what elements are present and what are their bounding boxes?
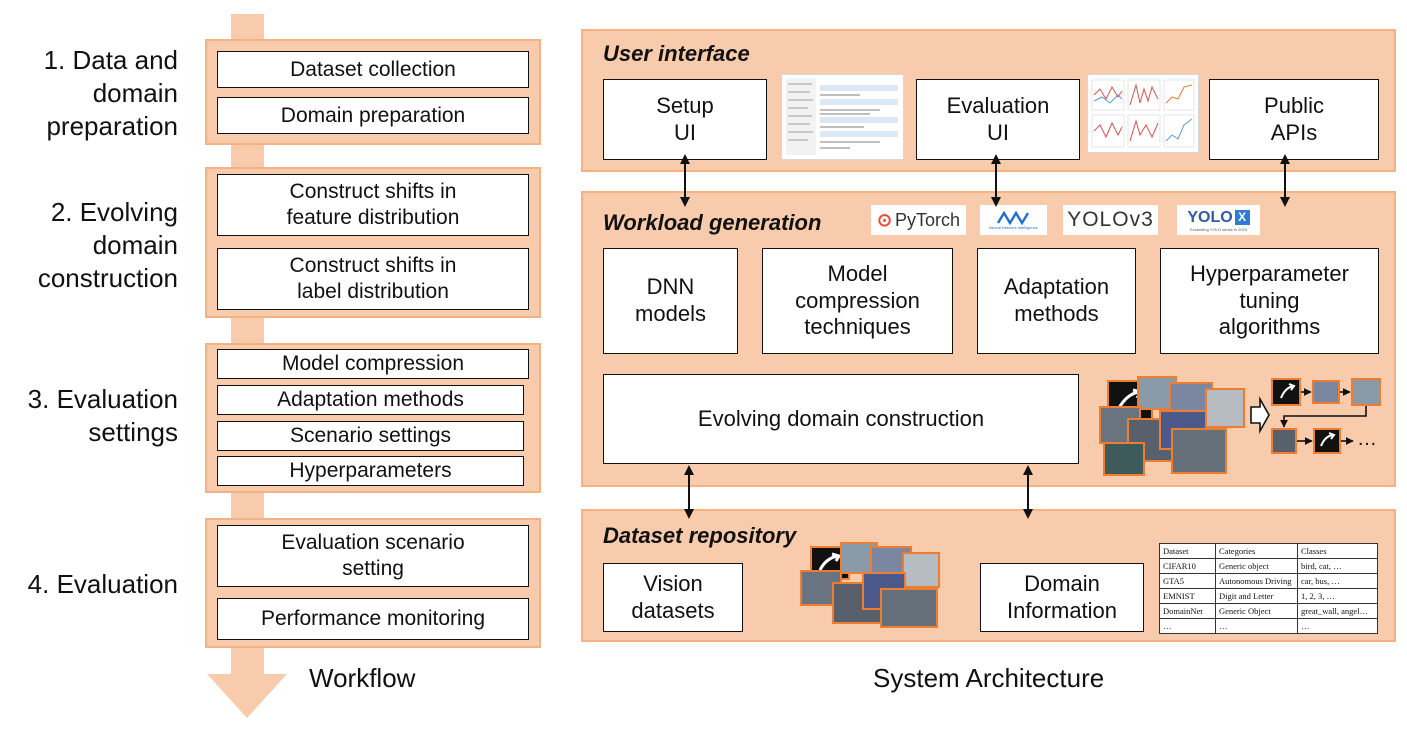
hyperparameter-tuning-box: Hyperparameter tuning algorithms [1160, 248, 1379, 354]
table-cell: … [1297, 618, 1378, 634]
evolving-sequence: … [1271, 378, 1391, 458]
step-label-shift: Construct shifts in label distribution [217, 248, 529, 310]
step-adaptation-methods: Adaptation methods [217, 385, 524, 415]
table-cell: Categories [1215, 543, 1298, 559]
evaluation-ui-box: Evaluation UI [916, 79, 1080, 160]
workload-generation-title: Workload generation [603, 210, 822, 235]
table-cell: great_wall, angel… [1297, 603, 1378, 619]
table-cell: … [1159, 618, 1216, 634]
nni-mark-icon [996, 210, 1029, 225]
table-cell: Generic object [1215, 558, 1298, 574]
table-cell: Dataset [1159, 543, 1216, 559]
architecture-caption: System Architecture [873, 663, 1105, 693]
yolox-x-icon: X [1234, 210, 1250, 225]
stage-3-label: 3. Evaluation settings [27, 384, 178, 447]
yolov3-logo: YOLOv3 [1063, 205, 1158, 235]
table-cell: CIFAR10 [1159, 558, 1216, 574]
table-cell: Classes [1297, 543, 1378, 559]
table-cell: Digit and Letter [1215, 588, 1298, 604]
workflow-arrow [0, 0, 560, 732]
setup-ui-screenshot [781, 74, 904, 160]
dataset-images-collage [796, 540, 946, 630]
table-cell: DomainNet [1159, 603, 1216, 619]
hollow-arrow-icon [1250, 395, 1270, 435]
yolox-logo: YOLO X Exceeding YOLO series in 2020 [1177, 205, 1260, 235]
table-cell: … [1215, 618, 1298, 634]
table-cell: GTA5 [1159, 573, 1216, 589]
pytorch-logo: ⊙ PyTorch [871, 205, 966, 235]
vision-datasets-box: Vision datasets [603, 563, 743, 632]
sequence-ellipsis: … [1357, 428, 1377, 450]
pytorch-flame-icon: ⊙ [876, 209, 893, 230]
table-cell: EMNIST [1159, 588, 1216, 604]
step-hyperparameters: Hyperparameters [217, 456, 524, 486]
model-compression-box: Model compression techniques [762, 248, 953, 354]
table-cell: Autonomous Driving [1215, 573, 1298, 589]
domain-information-box: Domain Information [980, 563, 1144, 632]
domain-images-collage [1097, 374, 1247, 480]
stage-4-label: 4. Evaluation [27, 569, 178, 599]
stage-1-label: 1. Data and domain preparation [43, 45, 178, 141]
step-feature-shift: Construct shifts in feature distribution [217, 174, 529, 236]
public-apis-box: Public APIs [1209, 79, 1379, 160]
dataset-repository-title: Dataset repository [603, 523, 797, 548]
stage-2-label: 2. Evolving domain construction [37, 197, 178, 293]
table-cell: 1, 2, 3, … [1297, 588, 1378, 604]
dnn-models-box: DNN models [603, 248, 738, 354]
table-row: ……… [1159, 618, 1378, 634]
setup-ui-box: Setup UI [603, 79, 767, 160]
workflow-caption: Workflow [309, 663, 416, 693]
step-model-compression: Model compression [217, 349, 529, 379]
nni-logo: Neural Network Intelligence [980, 205, 1047, 235]
step-domain-preparation: Domain preparation [217, 97, 529, 134]
user-interface-title: User interface [603, 41, 750, 66]
step-dataset-collection: Dataset collection [217, 51, 529, 88]
step-performance-monitoring: Performance monitoring [217, 598, 529, 640]
step-evaluation-scenario: Evaluation scenario setting [217, 525, 529, 587]
evaluation-ui-screenshot [1087, 74, 1199, 153]
step-scenario-settings: Scenario settings [217, 421, 524, 451]
adaptation-methods-box: Adaptation methods [977, 248, 1136, 354]
table-cell: car, bus, … [1297, 573, 1378, 589]
table-cell: Generic Object [1215, 603, 1298, 619]
evolving-domain-box: Evolving domain construction [603, 374, 1079, 464]
table-cell: bird, cat, … [1297, 558, 1378, 574]
